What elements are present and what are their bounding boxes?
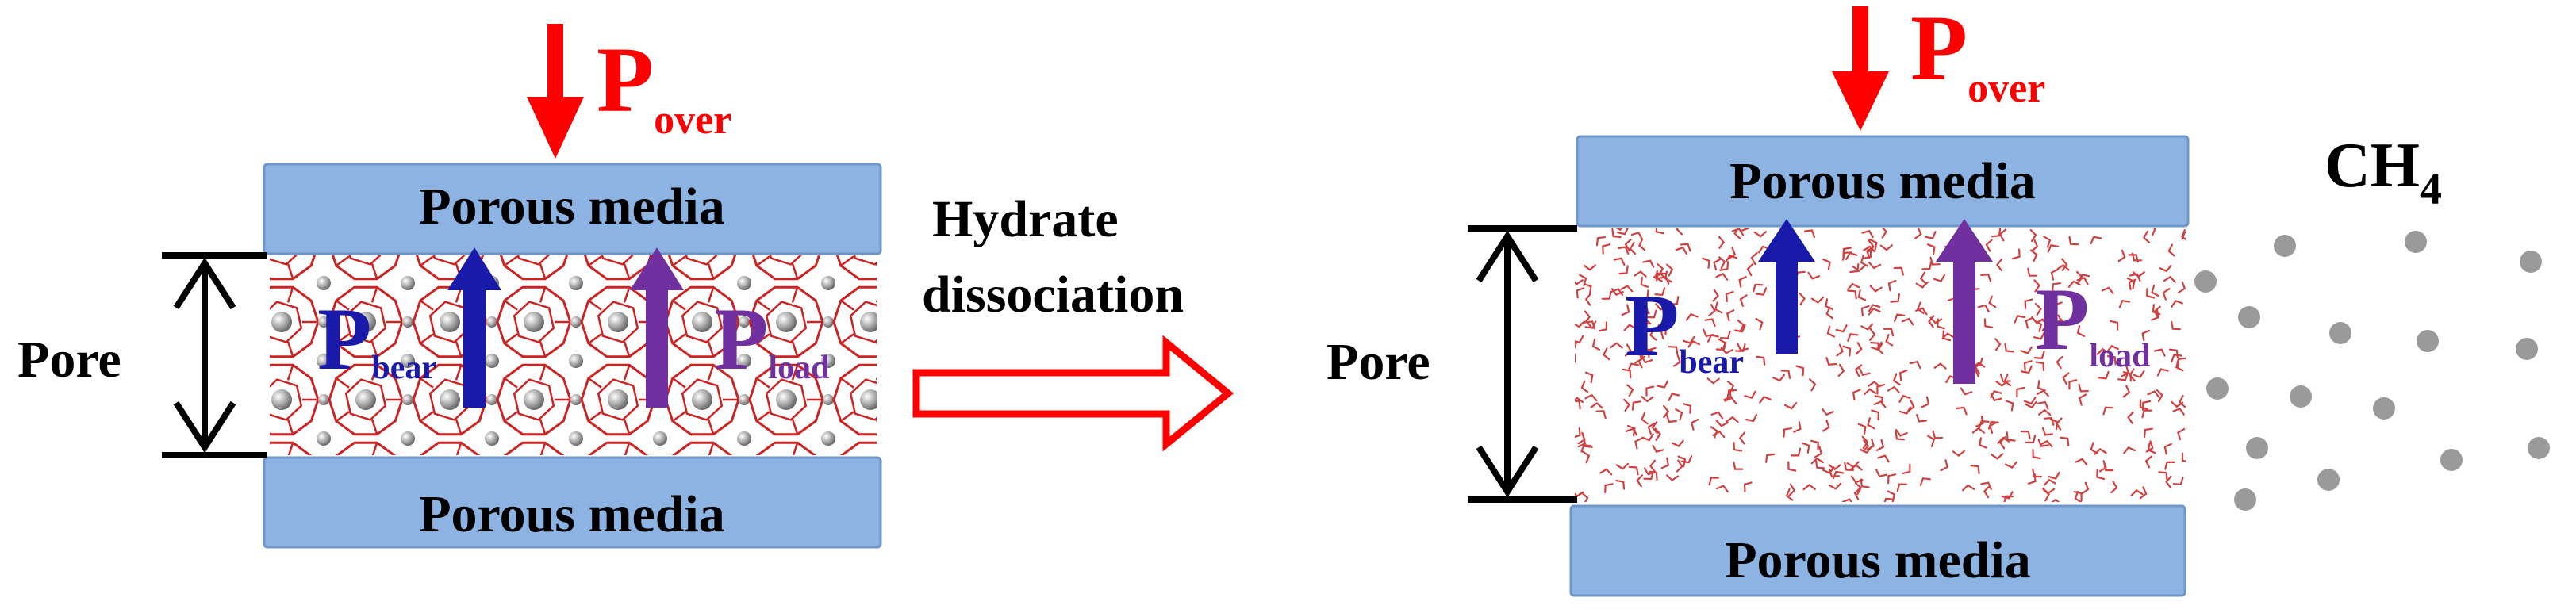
- left-pload-label: Pload: [714, 290, 829, 389]
- left-pore-label: Pore: [17, 331, 121, 389]
- left-pbear-label: Pbear: [317, 290, 436, 389]
- left-bottom-layer-label: Porous media: [419, 485, 725, 543]
- left-bottom-porous-media: Porous media: [263, 456, 882, 549]
- right-pore-dimension: [1468, 225, 1577, 503]
- left-pload-arrow-icon: [630, 247, 684, 408]
- methane-gas-molecules: [2194, 231, 2550, 511]
- right-pbear-arrow-icon: [1758, 219, 1815, 354]
- left-pbear-arrow-icon: [447, 247, 501, 408]
- right-pover-label: Pover: [1910, 0, 2045, 111]
- right-pload-arrow-icon: [1936, 219, 1993, 384]
- process-label-line2: dissociation: [922, 266, 1184, 324]
- right-pover-arrow-icon: [1832, 6, 1889, 131]
- dissociation-arrow-icon: [912, 335, 1234, 452]
- ch4-label: CH4: [2325, 131, 2442, 214]
- right-pbear-label: Pbear: [1625, 277, 1744, 381]
- right-panel: Porous media Porous media Pore Pover Pbe…: [1326, 0, 2550, 597]
- right-top-layer-label: Porous media: [1729, 152, 2036, 210]
- right-pore-label: Pore: [1326, 333, 1430, 391]
- left-pore-dimension: [162, 252, 267, 458]
- right-water-molecules: [1575, 228, 2186, 502]
- left-pover-label: Pover: [597, 28, 731, 143]
- left-pover-arrow-icon: [527, 24, 584, 159]
- left-top-layer-label: Porous media: [419, 178, 725, 236]
- right-bottom-layer-label: Porous media: [1725, 531, 2031, 589]
- left-panel: Porous media Porous media Pore Pover Pbe…: [17, 24, 882, 549]
- right-pload-label: Pload: [2035, 270, 2150, 374]
- right-bottom-porous-media: Porous media: [1569, 504, 2186, 597]
- right-top-porous-media: Porous media: [1576, 135, 2190, 228]
- process-indicator: Hydrate dissociation: [912, 190, 1234, 452]
- process-label-line1: Hydrate: [932, 190, 1119, 248]
- left-top-porous-media: Porous media: [263, 163, 882, 255]
